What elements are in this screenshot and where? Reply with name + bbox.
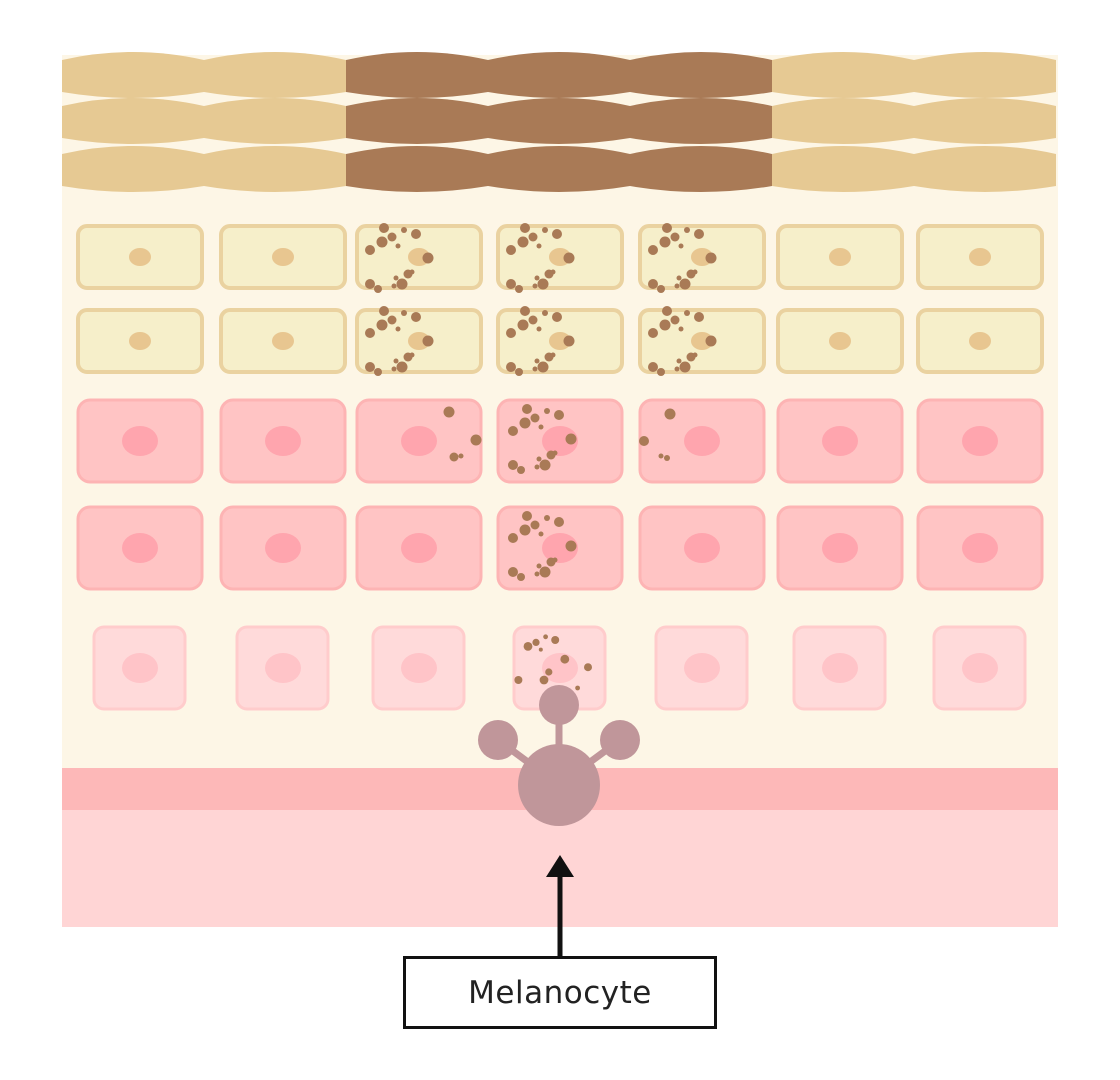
corneum-cell xyxy=(914,98,1056,144)
granular-nucleus xyxy=(272,248,294,266)
corneum-cell-dark xyxy=(346,146,488,192)
corneum-cell xyxy=(772,98,914,144)
corneum-cell-dark xyxy=(630,146,772,192)
granular-nucleus xyxy=(549,332,571,350)
granular-row xyxy=(76,308,1044,374)
corneum-cell xyxy=(914,52,1056,98)
spinous-nucleus xyxy=(684,426,720,456)
stratum-corneum xyxy=(62,52,1056,192)
corneum-cell xyxy=(204,52,346,98)
corneum-cell-dark xyxy=(488,98,630,144)
spinous-nucleus xyxy=(122,426,158,456)
granular-nucleus xyxy=(969,332,991,350)
granular-nucleus xyxy=(829,332,851,350)
spinous-nucleus xyxy=(542,533,578,563)
melanocyte-label: Melanocyte xyxy=(403,956,717,1029)
corneum-cell xyxy=(62,146,204,192)
granular-nucleus xyxy=(129,332,151,350)
spinous-nucleus xyxy=(684,533,720,563)
granular-nucleus xyxy=(969,248,991,266)
granular-nucleus xyxy=(408,332,430,350)
spinous-nucleus xyxy=(401,533,437,563)
corneum-cell-dark xyxy=(488,52,630,98)
corneum-row xyxy=(62,98,1056,144)
melanocyte-icon xyxy=(478,685,640,826)
spinous-nucleus xyxy=(265,426,301,456)
melanin-granule-cluster xyxy=(443,406,676,462)
basal-nucleus xyxy=(265,653,301,683)
stratum-spinosum xyxy=(76,398,1044,591)
corneum-row xyxy=(62,52,1056,98)
spinous-nucleus xyxy=(962,426,998,456)
corneum-cell xyxy=(62,98,204,144)
granular-nucleus xyxy=(129,248,151,266)
granular-nucleus xyxy=(829,248,851,266)
spinous-nucleus xyxy=(822,533,858,563)
spinous-nucleus xyxy=(265,533,301,563)
corneum-cell-dark xyxy=(346,98,488,144)
melanin-granule-cluster xyxy=(514,634,592,691)
corneum-cell xyxy=(204,98,346,144)
corneum-cell xyxy=(914,146,1056,192)
corneum-cell xyxy=(204,146,346,192)
basal-nucleus xyxy=(122,653,158,683)
corneum-cell xyxy=(772,146,914,192)
spinous-row xyxy=(76,505,1044,591)
basal-nucleus xyxy=(962,653,998,683)
basal-nucleus xyxy=(401,653,437,683)
spinous-nucleus xyxy=(122,533,158,563)
corneum-cell-dark xyxy=(630,52,772,98)
corneum-cell-dark xyxy=(630,98,772,144)
spinous-nucleus xyxy=(962,533,998,563)
melanin-granules xyxy=(365,223,717,691)
basal-nucleus xyxy=(684,653,720,683)
basal-nucleus xyxy=(822,653,858,683)
granular-nucleus xyxy=(691,332,713,350)
arrow-up-icon xyxy=(546,855,574,957)
granular-nucleus xyxy=(272,332,294,350)
spinous-nucleus xyxy=(542,426,578,456)
corneum-row xyxy=(62,146,1056,192)
corneum-cell-dark xyxy=(346,52,488,98)
spinous-nucleus xyxy=(822,426,858,456)
corneum-cell-dark xyxy=(488,146,630,192)
stratum-basale xyxy=(92,625,1027,711)
spinous-nucleus xyxy=(401,426,437,456)
corneum-cell xyxy=(62,52,204,98)
corneum-cell xyxy=(772,52,914,98)
